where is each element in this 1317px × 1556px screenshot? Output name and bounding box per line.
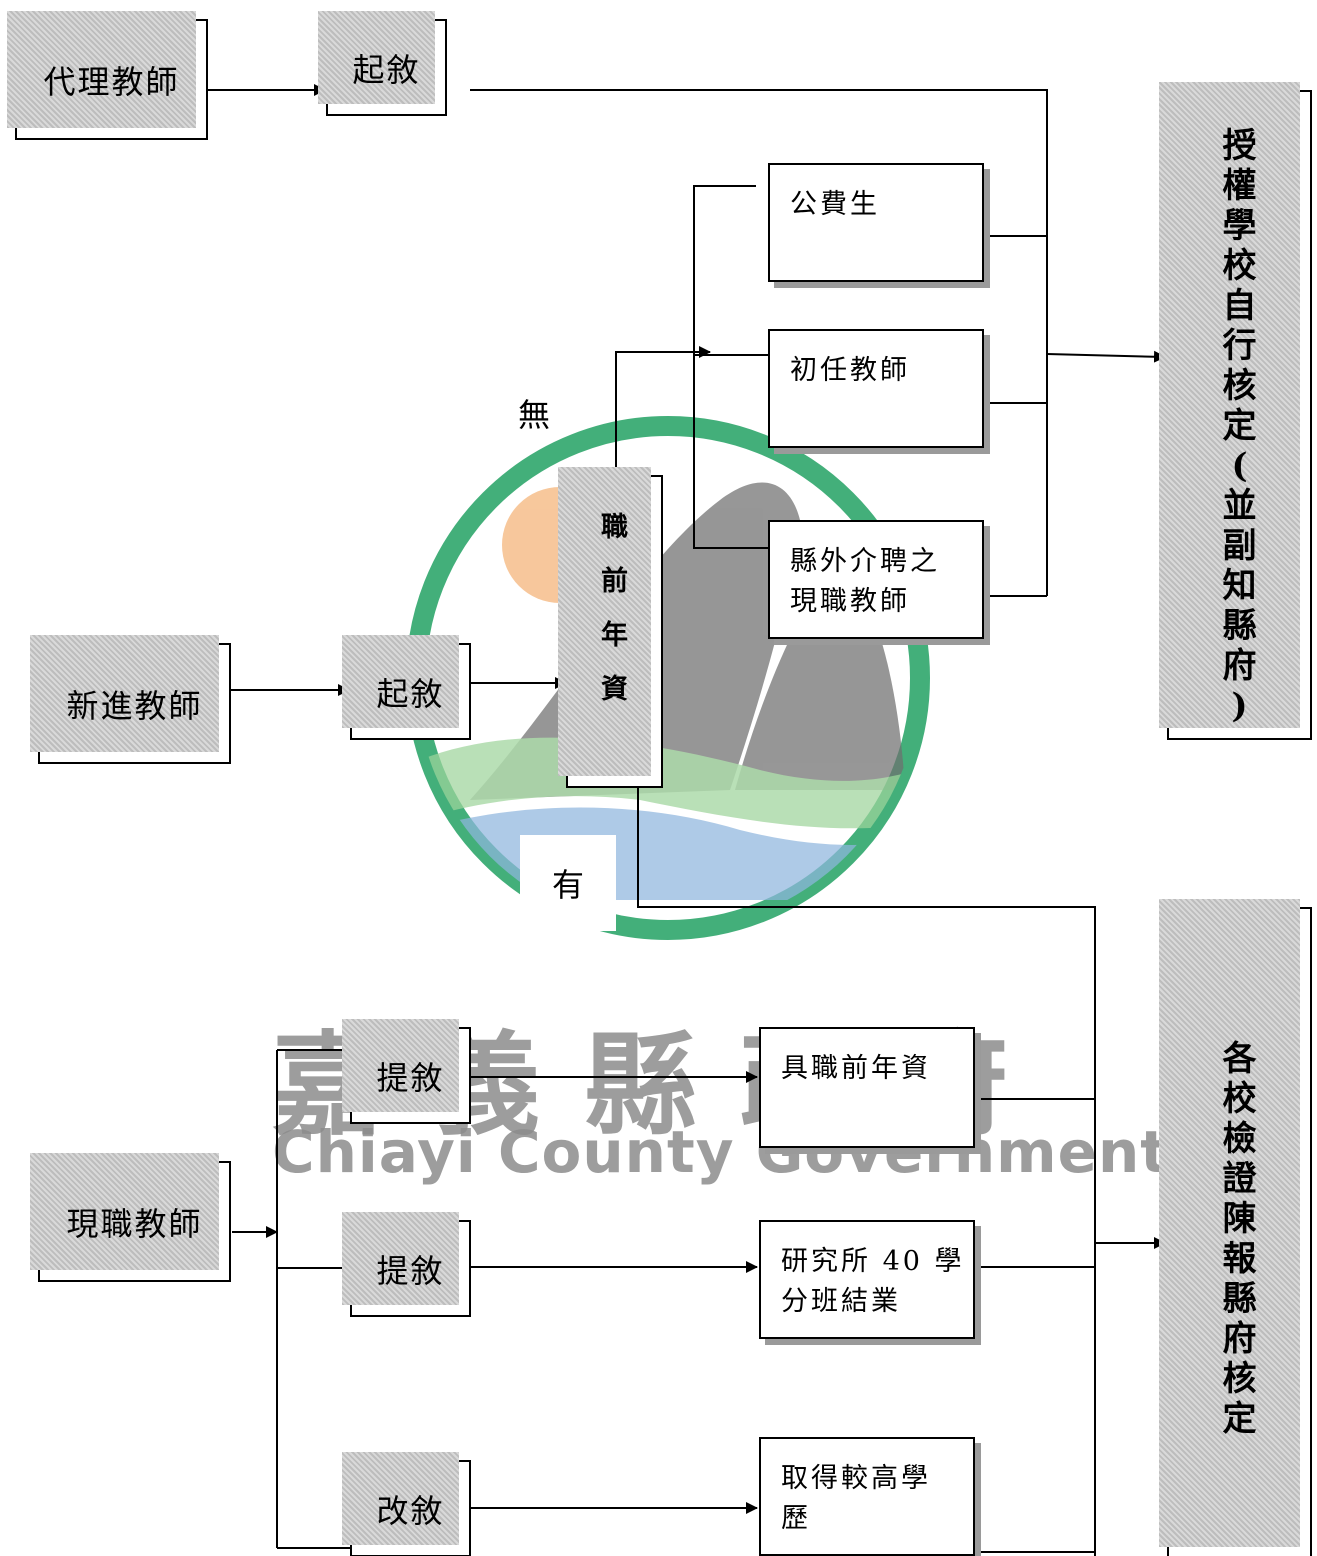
arrow-to-school-authorized (1046, 350, 1166, 363)
authorized-char-13: 縣 (1222, 606, 1257, 646)
edge-label-none: 無 (518, 396, 551, 434)
node-new-teacher: 新進教師 (30, 635, 231, 764)
node-higher-degree-label-line-1: 取得較高學 (781, 1463, 931, 1494)
authorized-char-4: 校 (1222, 246, 1257, 286)
node-public-student: 公費生 (768, 163, 984, 282)
node-appoint-1-label: 起敘 (352, 50, 421, 89)
authorized-char-12: 知 (1222, 566, 1257, 606)
node-first-time-teacher: 初任教師 (768, 329, 984, 448)
approve-char-5: 陳 (1222, 1199, 1257, 1239)
node-grad-credit-label-line-2: 分班結業 (781, 1286, 901, 1317)
authorized-char-2: 權 (1222, 166, 1257, 206)
watermark-org-name-en: Chiayi County Government (272, 1118, 1169, 1186)
node-substitute-teacher-label: 代理教師 (43, 62, 180, 101)
authorized-char-11: 副 (1222, 526, 1257, 566)
logo-wave-green (420, 737, 920, 829)
node-grad-credit: 研究所 40 學 分班結業 (759, 1220, 975, 1339)
node-re-grade-label: 改敘 (376, 1491, 445, 1530)
approve-char-2: 校 (1222, 1079, 1257, 1119)
node-appoint-2: 起敘 (342, 635, 471, 740)
authorized-char-3: 學 (1222, 206, 1257, 246)
node-pre-service-seniority: 職 前 年 資 (558, 467, 663, 788)
node-current-teacher: 現職教師 (30, 1153, 231, 1282)
node-county-approve-label: 各 校 檢 證 陳 報 縣 府 核 定 (1169, 1039, 1310, 1439)
node-substitute-teacher: 代理教師 (7, 11, 208, 140)
node-raise-1: 提敘 (342, 1019, 471, 1124)
node-has-pre-service-label: 具職前年資 (781, 1053, 931, 1084)
node-raise-1-label: 提敘 (376, 1058, 445, 1097)
authorized-char-14: 府 (1222, 646, 1257, 686)
authorized-char-5: 自 (1222, 286, 1257, 326)
node-current-teacher-label: 現職教師 (66, 1204, 203, 1243)
edge-label-has: 有 (520, 835, 616, 931)
seniority-char-2: 前 (601, 566, 628, 597)
node-appoint-2-label: 起敘 (376, 674, 445, 713)
seniority-char-3: 年 (601, 620, 628, 651)
approve-char-4: 證 (1222, 1159, 1257, 1199)
node-outside-county-teacher-label-line-1: 縣外介聘之 (790, 546, 940, 577)
approve-char-6: 報 (1222, 1239, 1257, 1279)
node-first-time-teacher-label: 初任教師 (790, 355, 910, 386)
node-raise-2-label: 提敘 (376, 1251, 445, 1290)
approve-char-9: 核 (1222, 1359, 1257, 1399)
line-bracket-categories (693, 185, 770, 549)
approve-char-10: 定 (1222, 1399, 1257, 1439)
node-pre-service-seniority-label: 職 前 年 資 (568, 501, 661, 717)
node-higher-degree: 取得較高學 歷 (759, 1437, 975, 1556)
node-has-pre-service: 具職前年資 (759, 1027, 975, 1148)
node-grad-credit-label-line-1: 研究所 40 學 (781, 1246, 965, 1277)
seniority-char-1: 職 (601, 512, 628, 543)
seniority-char-4: 資 (601, 674, 628, 705)
authorized-char-15: ) (1231, 686, 1248, 726)
arrow-none-branch (615, 346, 711, 475)
node-raise-2: 提敘 (342, 1212, 471, 1317)
node-county-approve: 各 校 檢 證 陳 報 縣 府 核 定 (1159, 899, 1312, 1556)
approve-char-8: 府 (1222, 1319, 1257, 1359)
approve-char-7: 縣 (1222, 1279, 1257, 1319)
authorized-char-6: 行 (1222, 326, 1257, 366)
node-outside-county-teacher: 縣外介聘之 現職教師 (768, 520, 984, 639)
node-appoint-1: 起敘 (318, 11, 447, 116)
node-school-authorized: 授 權 學 校 自 行 核 定 ( 並 副 知 縣 府 ) (1159, 82, 1312, 740)
node-outside-county-teacher-label-line-2: 現職教師 (790, 586, 910, 617)
node-higher-degree-label-line-2: 歷 (781, 1503, 811, 1534)
authorized-char-1: 授 (1222, 126, 1257, 166)
approve-char-1: 各 (1222, 1039, 1257, 1079)
line-has-branch (637, 787, 1096, 1556)
authorized-char-7: 核 (1222, 366, 1257, 406)
authorized-char-9: ( (1231, 446, 1248, 486)
node-re-grade: 改敘 (342, 1452, 471, 1556)
approve-char-3: 檢 (1222, 1119, 1257, 1159)
node-school-authorized-label: 授 權 學 校 自 行 核 定 ( 並 副 知 縣 府 ) (1169, 126, 1310, 726)
node-public-student-label: 公費生 (790, 189, 880, 220)
line-appoint-to-trunk (470, 89, 1048, 596)
node-new-teacher-label: 新進教師 (66, 686, 203, 725)
authorized-char-8: 定 (1222, 406, 1257, 446)
authorized-char-10: 並 (1222, 486, 1257, 526)
